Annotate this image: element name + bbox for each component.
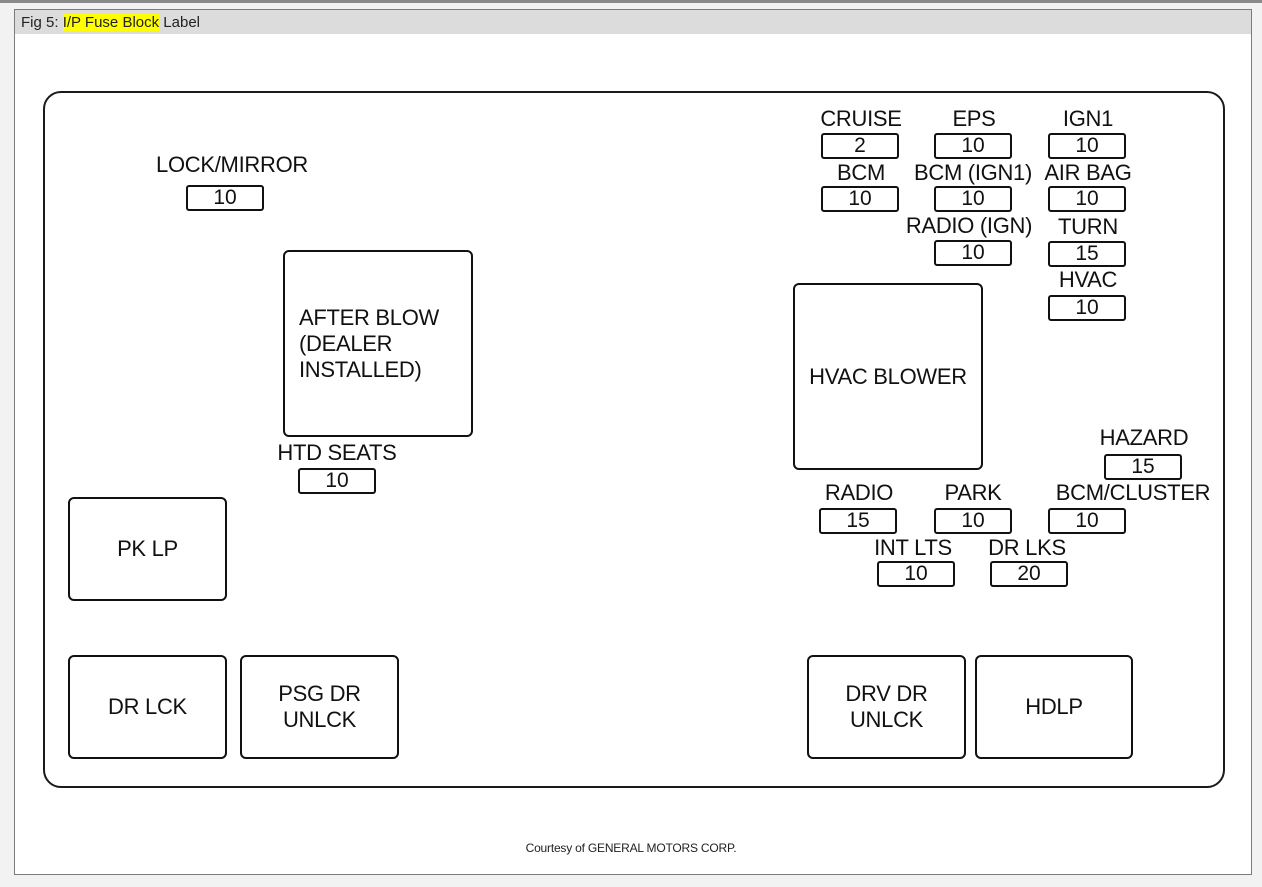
fuse-rating-hazard: 15 — [1104, 454, 1182, 480]
fuse-label-hazard: HAZARD — [1099, 425, 1189, 450]
relay-label-after-blow: AFTER BLOW (DEALER INSTALLED) — [299, 304, 440, 382]
fuse-rating-ign1: 10 — [1048, 133, 1126, 159]
fuse-label-lock-mirror: LOCK/MIRROR — [156, 152, 308, 177]
fuse-rating-hvac: 10 — [1048, 295, 1126, 321]
relay-after-blow: AFTER BLOW (DEALER INSTALLED) — [283, 250, 473, 437]
courtesy-credit: Courtesy of GENERAL MOTORS CORP. — [525, 841, 737, 855]
caption-highlight: I/P Fuse Block — [62, 14, 160, 31]
fuse-label-bcm: BCM — [837, 160, 885, 185]
caption-prefix: Fig 5: — [21, 14, 59, 31]
relay-hvac-blower: HVAC BLOWER — [793, 283, 983, 470]
relay-label-hvac-blower: HVAC BLOWER — [809, 363, 967, 389]
fuse-label-htd-seats: HTD SEATS — [277, 440, 397, 465]
fuse-label-turn: TURN — [1058, 214, 1118, 239]
fuse-rating-turn: 15 — [1048, 241, 1126, 267]
relay-label-drv-dr-unlck: DRV DR UNLCK — [845, 681, 928, 732]
relay-hdlp: HDLP — [975, 655, 1133, 759]
fuse-rating-bcm: 10 — [821, 186, 899, 212]
fuse-rating-int-lts: 10 — [877, 561, 955, 587]
fuse-rating-radio: 15 — [819, 508, 897, 534]
figure-caption: Fig 5: I/P Fuse Block Label — [15, 10, 1251, 34]
fuse-label-int-lts: INT LTS — [874, 535, 952, 560]
top-border-line — [0, 0, 1262, 3]
relay-label-hdlp: HDLP — [1025, 694, 1083, 719]
fuse-rating-bcm-ign1: 10 — [934, 186, 1012, 212]
fuse-rating-lock-mirror: 10 — [186, 185, 264, 211]
fuse-rating-eps: 10 — [934, 133, 1012, 159]
fuse-rating-radio-ign: 10 — [934, 240, 1012, 266]
relay-label-pk-lp: PK LP — [117, 536, 178, 561]
fuse-label-radio-ign: RADIO (IGN) — [905, 213, 1033, 238]
relay-label-psg-dr-unlck: PSG DR UNLCK — [278, 681, 361, 732]
fuse-label-bcm-cluster: BCM/CLUSTER — [1055, 480, 1211, 505]
fuse-rating-dr-lks: 20 — [990, 561, 1068, 587]
fuse-label-eps: EPS — [952, 106, 996, 131]
relay-drv-dr-unlck: DRV DR UNLCK — [807, 655, 966, 759]
fuse-label-air-bag: AIR BAG — [1044, 160, 1132, 185]
relay-psg-dr-unlck: PSG DR UNLCK — [240, 655, 399, 759]
fuse-rating-htd-seats: 10 — [298, 468, 376, 494]
fuse-rating-park: 10 — [934, 508, 1012, 534]
relay-pk-lp: PK LP — [68, 497, 227, 601]
fuse-rating-bcm-cluster: 10 — [1048, 508, 1126, 534]
fuse-rating-air-bag: 10 — [1048, 186, 1126, 212]
fuse-label-hvac: HVAC — [1058, 267, 1118, 292]
fuse-label-dr-lks: DR LKS — [988, 535, 1066, 560]
relay-dr-lck: DR LCK — [68, 655, 227, 759]
fuse-label-cruise: CRUISE — [820, 106, 902, 131]
fuse-label-bcm-ign1: BCM (IGN1) — [913, 160, 1033, 185]
fuse-label-radio: RADIO — [824, 480, 894, 505]
relay-label-dr-lck: DR LCK — [108, 694, 187, 719]
fuse-label-park: PARK — [944, 480, 1002, 505]
fuse-label-ign1: IGN1 — [1062, 106, 1114, 131]
fuse-rating-cruise: 2 — [821, 133, 899, 159]
caption-suffix: Label — [163, 14, 200, 31]
